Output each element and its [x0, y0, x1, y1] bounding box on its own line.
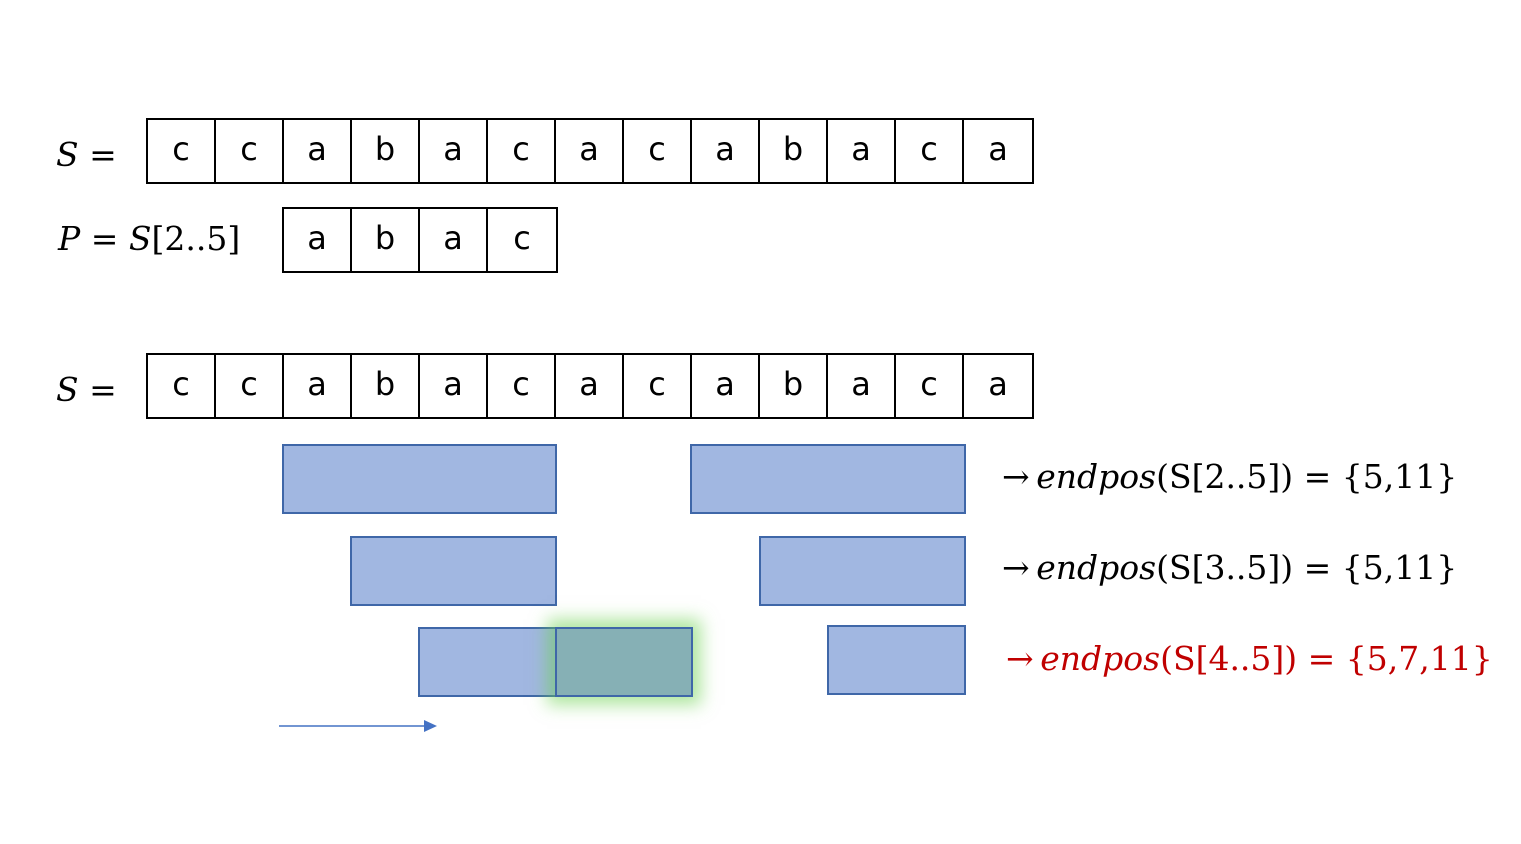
occurrence-bar: [350, 536, 557, 606]
occurrence-bar: [690, 444, 966, 514]
char-cell: b: [352, 355, 420, 417]
occurrence-bar: [827, 625, 966, 695]
char-cell: c: [896, 120, 964, 182]
char-cell: a: [988, 365, 1008, 403]
char-cell: b: [352, 209, 420, 271]
char-cell: a: [828, 355, 896, 417]
char-cell: c: [148, 120, 216, 182]
char-cell: c: [513, 219, 531, 257]
char-cell: a: [284, 209, 352, 271]
char-cell: a: [556, 355, 624, 417]
char-cell: b: [760, 355, 828, 417]
occurrence-bar: [282, 444, 557, 514]
char-cell: a: [420, 120, 488, 182]
char-cell: a: [556, 120, 624, 182]
string-s-bottom: c c a b a c a c a b a c a: [146, 353, 1034, 419]
shift-arrow-icon: [279, 720, 437, 732]
p-label: P = S[2..5]: [58, 219, 241, 258]
char-cell: a: [284, 355, 352, 417]
string-s-top: c c a b a c a c a b a c a: [146, 118, 1034, 184]
occurrence-bar: [759, 536, 966, 606]
pattern-p: a b a c: [282, 207, 558, 273]
char-cell: a: [420, 355, 488, 417]
char-cell: c: [488, 120, 556, 182]
char-cell: c: [148, 355, 216, 417]
occurrence-bar: [418, 627, 557, 697]
char-cell: b: [352, 120, 420, 182]
s-label-bottom: S =: [56, 370, 117, 409]
char-cell: a: [692, 120, 760, 182]
char-cell: c: [216, 355, 284, 417]
new-occurrence-bar: [555, 627, 693, 697]
char-cell: c: [624, 355, 692, 417]
endpos-result-3: → endpos(S[4..5]) = {5,7,11}: [1006, 639, 1493, 678]
char-cell: a: [828, 120, 896, 182]
char-cell: c: [488, 355, 556, 417]
endpos-result-2: → endpos(S[3..5]) = {5,11}: [1002, 548, 1458, 587]
endpos-result-1: → endpos(S[2..5]) = {5,11}: [1002, 457, 1458, 496]
char-cell: c: [216, 120, 284, 182]
char-cell: c: [624, 120, 692, 182]
s-label-top: S =: [56, 135, 117, 174]
char-cell: c: [896, 355, 964, 417]
char-cell: b: [760, 120, 828, 182]
char-cell: a: [692, 355, 760, 417]
char-cell: a: [420, 209, 488, 271]
char-cell: a: [988, 130, 1008, 168]
char-cell: a: [284, 120, 352, 182]
